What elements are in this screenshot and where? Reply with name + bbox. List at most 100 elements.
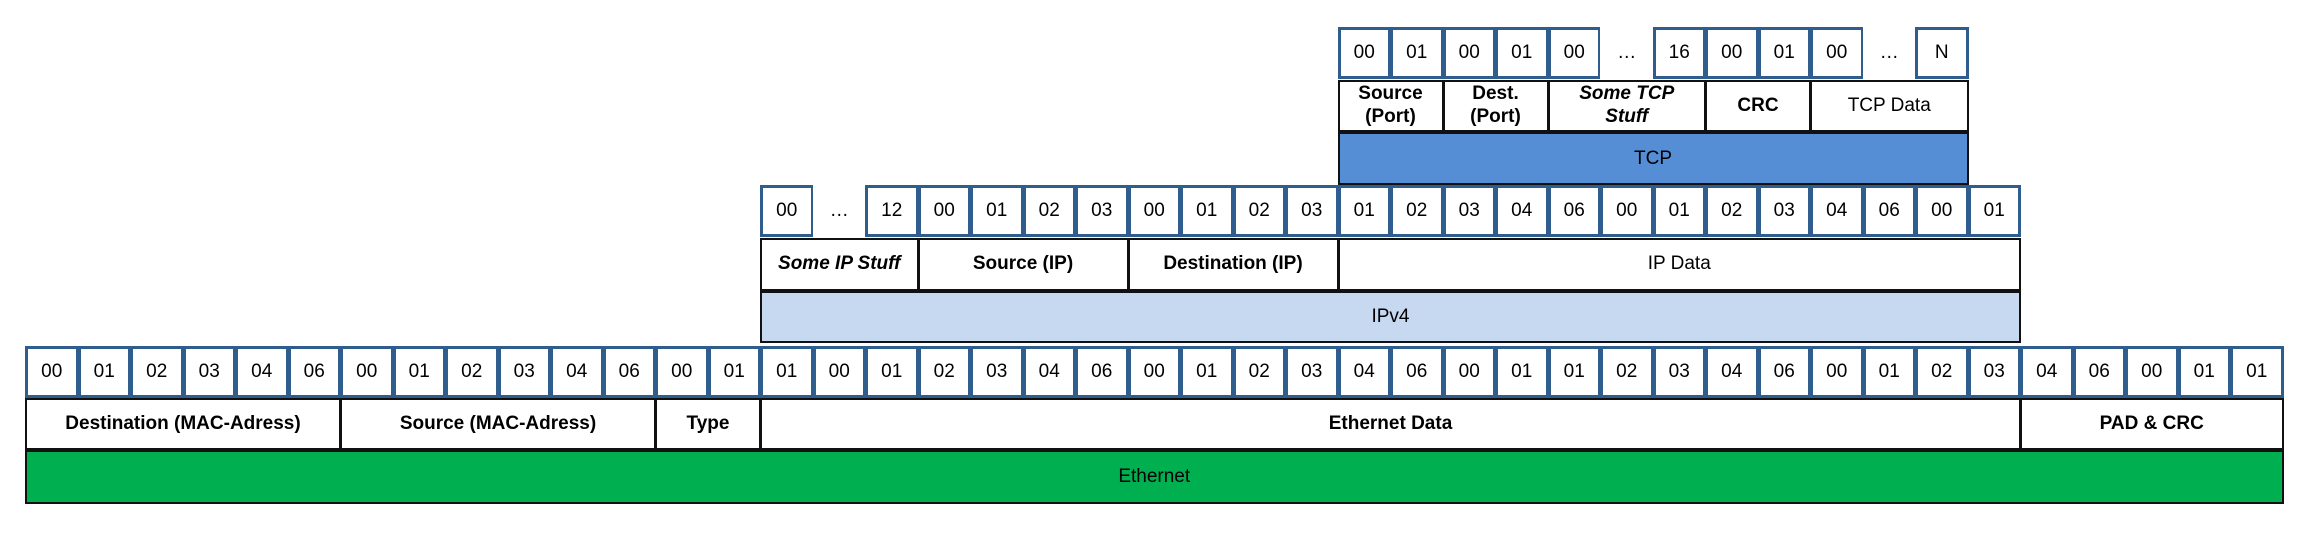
tcp-band: TCP	[1337, 132, 1969, 185]
ip-field-destination-ip: Destination (IP)	[1127, 238, 1339, 291]
ip-byte-cell: 03	[1075, 185, 1129, 237]
eth-field-ethernet-data: Ethernet Data	[760, 398, 2021, 450]
tcp-byte-cell: 01	[1757, 27, 1811, 79]
eth-byte-cell: 00	[1810, 346, 1864, 398]
tcp-field-label: CRC	[1737, 94, 1779, 116]
eth-field-pad-crc: PAD & CRC	[2020, 398, 2284, 450]
eth-byte-cell: 01	[2230, 346, 2284, 398]
eth-byte-cell: 00	[2125, 346, 2179, 398]
ip-byte-cell: 00	[1915, 185, 1969, 237]
tcp-byte-cell: N	[1915, 27, 1969, 79]
tcp-byte-cell: 00	[1547, 27, 1601, 79]
ip-byte-cell: 06	[1547, 185, 1601, 237]
ip-band: IPv4	[760, 291, 2021, 343]
tcp-field-tcp-data: TCP Data	[1810, 80, 1969, 132]
tcp-field-label: Dest. (Port)	[1470, 83, 1521, 127]
ip-field-label: Some IP Stuff	[778, 253, 901, 275]
tcp-byte-cell: 00	[1442, 27, 1496, 79]
ip-byte-cell: 01	[970, 185, 1024, 237]
ip-byte-cell: 00	[917, 185, 971, 237]
ip-byte-cell: 01	[1967, 185, 2021, 237]
eth-byte-cell: 02	[1232, 346, 1286, 398]
eth-byte-cell: 01	[707, 346, 761, 398]
eth-byte-cell: 02	[130, 346, 184, 398]
ip-byte-cell: 01	[1337, 185, 1391, 237]
eth-byte-cell: 00	[25, 346, 79, 398]
tcp-byte-cell: 00	[1337, 27, 1391, 79]
eth-field-label: Source (MAC-Adress)	[399, 412, 597, 434]
eth-byte-cell: 02	[1915, 346, 1969, 398]
eth-field-destination-mac-adress: Destination (MAC-Adress)	[25, 398, 341, 450]
eth-band-label: Ethernet	[1118, 466, 1191, 487]
eth-byte-cell: 06	[1390, 346, 1444, 398]
tcp-byte-cell: 00	[1705, 27, 1759, 79]
eth-field-type: Type	[655, 398, 761, 450]
eth-byte-cell: 02	[1600, 346, 1654, 398]
eth-byte-cell: 03	[182, 346, 236, 398]
ip-byte-cell: 02	[1390, 185, 1444, 237]
eth-byte-cell: 01	[760, 346, 814, 398]
eth-field-label: PAD & CRC	[2099, 412, 2204, 434]
ip-byte-cell: 12	[865, 185, 919, 237]
eth-byte-cell: 00	[812, 346, 866, 398]
eth-byte-cell: 01	[865, 346, 919, 398]
eth-byte-cell: 04	[2020, 346, 2074, 398]
ip-byte-cell: 03	[1757, 185, 1811, 237]
tcp-byte-cell: …	[1600, 27, 1654, 79]
ip-byte-cell: …	[812, 185, 866, 237]
eth-byte-cell: 04	[550, 346, 604, 398]
eth-byte-cell: 06	[1757, 346, 1811, 398]
tcp-byte-cell: 16	[1652, 27, 1706, 79]
eth-byte-cell: 04	[1705, 346, 1759, 398]
tcp-byte-cell: …	[1862, 27, 1916, 79]
eth-byte-cell: 06	[287, 346, 341, 398]
eth-field-label: Ethernet Data	[1328, 412, 1453, 434]
eth-byte-cell: 00	[340, 346, 394, 398]
tcp-field-label: Source (Port)	[1358, 83, 1423, 127]
ip-byte-cell: 03	[1442, 185, 1496, 237]
eth-band: Ethernet	[25, 450, 2284, 504]
eth-byte-cell: 06	[2072, 346, 2126, 398]
ip-byte-cell: 04	[1810, 185, 1864, 237]
eth-byte-cell: 04	[1337, 346, 1391, 398]
eth-byte-cell: 06	[1075, 346, 1129, 398]
ip-byte-cell: 01	[1652, 185, 1706, 237]
eth-byte-cell: 01	[1180, 346, 1234, 398]
tcp-field-crc: CRC	[1705, 80, 1811, 132]
ip-byte-cell: 00	[760, 185, 814, 237]
tcp-byte-cell: 01	[1390, 27, 1444, 79]
ip-byte-cell: 02	[1022, 185, 1076, 237]
eth-byte-cell: 03	[970, 346, 1024, 398]
tcp-byte-cell: 01	[1495, 27, 1549, 79]
ip-field-some-ip-stuff: Some IP Stuff	[760, 238, 919, 291]
ip-field-label: IP Data	[1647, 253, 1711, 275]
eth-byte-cell: 04	[1022, 346, 1076, 398]
ip-byte-cell: 02	[1232, 185, 1286, 237]
eth-byte-cell: 01	[1547, 346, 1601, 398]
tcp-band-label: TCP	[1634, 147, 1672, 169]
ip-field-label: Source (IP)	[972, 253, 1074, 275]
eth-byte-cell: 01	[77, 346, 131, 398]
eth-field-source-mac-adress: Source (MAC-Adress)	[340, 398, 656, 450]
eth-byte-cell: 01	[392, 346, 446, 398]
eth-field-label: Type	[686, 412, 730, 434]
tcp-field-some-tcp-stuff: Some TCP Stuff	[1547, 80, 1706, 132]
eth-byte-cell: 06	[602, 346, 656, 398]
ip-band-label: IPv4	[1371, 306, 1410, 327]
ip-field-label: Destination (IP)	[1163, 253, 1303, 275]
ip-byte-cell: 01	[1180, 185, 1234, 237]
ip-byte-cell: 00	[1127, 185, 1181, 237]
eth-byte-cell: 03	[497, 346, 551, 398]
ip-byte-cell: 06	[1862, 185, 1916, 237]
eth-byte-cell: 02	[445, 346, 499, 398]
eth-field-label: Destination (MAC-Adress)	[65, 412, 301, 434]
ip-byte-cell: 00	[1600, 185, 1654, 237]
eth-byte-cell: 03	[1652, 346, 1706, 398]
ip-field-ip-data: IP Data	[1337, 238, 2021, 291]
eth-byte-cell: 04	[235, 346, 289, 398]
tcp-field-dest-port: Dest. (Port)	[1442, 80, 1549, 132]
eth-byte-cell: 03	[1285, 346, 1339, 398]
tcp-byte-cell: 00	[1810, 27, 1864, 79]
ip-field-source-ip: Source (IP)	[917, 238, 1129, 291]
